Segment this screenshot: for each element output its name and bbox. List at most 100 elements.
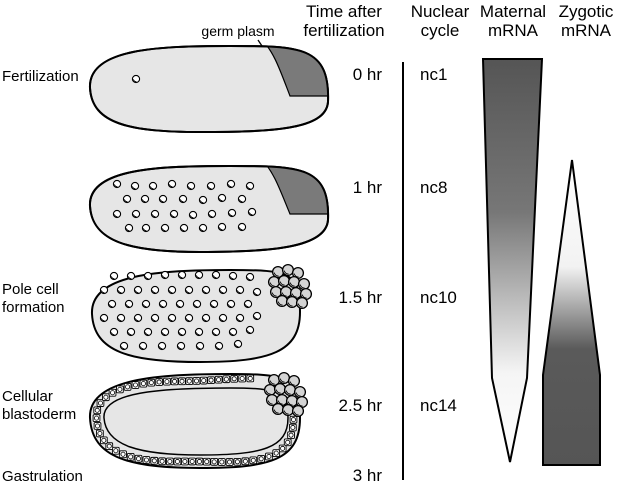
nucleus-shading bbox=[109, 304, 113, 308]
header-maternal-line2: mRNA bbox=[488, 21, 539, 40]
blastoderm-nucleus bbox=[211, 459, 217, 465]
nucleus-shading bbox=[135, 290, 139, 294]
header-cycle-line2: cycle bbox=[421, 21, 460, 40]
blastoderm-nucleus bbox=[273, 450, 279, 456]
nucleus-shading bbox=[235, 344, 239, 348]
embryo-nc8 bbox=[88, 164, 330, 254]
blastoderm-nucleus bbox=[290, 417, 296, 423]
nucleus-shading bbox=[101, 290, 105, 294]
header-zygotic-line2: mRNA bbox=[561, 21, 612, 40]
nucleus-shading bbox=[203, 290, 207, 294]
nucleus-shading bbox=[291, 293, 297, 298]
nucleus-shading bbox=[160, 199, 164, 203]
nucleus-shading bbox=[237, 290, 241, 294]
nucleus-shading bbox=[143, 228, 147, 232]
nucleus-shading bbox=[150, 186, 154, 190]
nucleus-shading bbox=[293, 411, 299, 416]
embryo-fertilization bbox=[88, 44, 330, 134]
nucleus-shading bbox=[132, 186, 136, 190]
nucleus-shading bbox=[178, 346, 182, 350]
nucleus-shading bbox=[162, 275, 166, 279]
nucleus-shading bbox=[126, 228, 130, 232]
blastoderm-nucleus bbox=[201, 378, 207, 384]
blastoderm-nucleus bbox=[189, 458, 195, 464]
blastoderm-nucleus bbox=[103, 394, 109, 400]
cycle-0: nc1 bbox=[420, 65, 447, 84]
blastoderm-nucleus bbox=[290, 425, 296, 431]
nucleus-shading bbox=[190, 215, 194, 219]
nuclei-group bbox=[99, 270, 262, 351]
nucleus-shading bbox=[216, 346, 220, 350]
time-1: 1 hr bbox=[353, 178, 383, 197]
stage-label-gastrulation: Gastrulation bbox=[2, 468, 83, 484]
nucleus-shading bbox=[287, 401, 293, 406]
nucleus-shading bbox=[281, 292, 287, 297]
nucleus-shading bbox=[228, 184, 232, 188]
blastoderm-nucleus bbox=[182, 459, 188, 465]
blastoderm-nucleus bbox=[280, 445, 286, 451]
blastoderm-nucleus bbox=[285, 439, 291, 445]
nucleus-shading bbox=[111, 332, 115, 336]
nucleus-shading bbox=[200, 228, 204, 232]
nucleus-shading bbox=[177, 304, 181, 308]
nucleus-shading bbox=[111, 276, 115, 280]
zygotic-mrna-wedge bbox=[542, 159, 601, 466]
nucleus-shading bbox=[194, 304, 198, 308]
blastoderm-nucleus bbox=[174, 459, 180, 465]
embryo-outline-overlay bbox=[88, 44, 330, 134]
nucleus-shading bbox=[209, 214, 213, 218]
nucleus-shading bbox=[239, 227, 243, 231]
header-cycle-line1: Nuclear bbox=[411, 2, 470, 21]
blastoderm-nucleus bbox=[156, 379, 162, 385]
nucleus-shading bbox=[162, 228, 166, 232]
blastoderm-nucleus bbox=[135, 456, 141, 462]
blastoderm-nucleus bbox=[164, 379, 170, 385]
nucleus-shading bbox=[249, 212, 253, 216]
nucleus-shading bbox=[160, 304, 164, 308]
nucleus-shading bbox=[133, 214, 137, 218]
blastoderm-nucleus bbox=[97, 430, 103, 436]
blastoderm-nucleus bbox=[186, 378, 192, 384]
blastoderm-nucleus bbox=[159, 458, 165, 464]
embryo-outline-overlay bbox=[88, 164, 330, 254]
germ-plasm-label: germ plasm bbox=[201, 23, 274, 39]
blastoderm-nucleus bbox=[113, 448, 119, 454]
blastoderm-nucleus bbox=[231, 376, 237, 382]
nucleus-shading bbox=[124, 199, 128, 203]
embryo-outline bbox=[90, 268, 302, 364]
nucleus-shading bbox=[162, 332, 166, 336]
nucleus-shading bbox=[283, 270, 289, 275]
blastoderm-nucleus bbox=[97, 400, 103, 406]
blastoderm-nucleus bbox=[196, 459, 202, 465]
nucleus-shading bbox=[128, 276, 132, 280]
embryo-inner-yolk bbox=[103, 387, 289, 456]
nucleus-shading bbox=[220, 290, 224, 294]
nucleus-shading bbox=[169, 290, 173, 294]
blastoderm-nucleus bbox=[227, 459, 233, 465]
nucleus-shading bbox=[229, 213, 233, 217]
nucleus-shading bbox=[135, 318, 139, 322]
nuclei-group bbox=[131, 74, 141, 84]
nucleus-shading bbox=[143, 304, 147, 308]
nucleus-shading bbox=[277, 400, 283, 405]
time-4: 3 hr bbox=[353, 466, 383, 484]
nucleus-shading bbox=[299, 284, 305, 289]
blastoderm-nucleus bbox=[132, 382, 138, 388]
time-values: 0 hr 1 hr 1.5 hr 2.5 hr 3 hr bbox=[339, 65, 383, 484]
blastoderm-nucleus bbox=[216, 377, 222, 383]
blastoderm-nucleus bbox=[234, 459, 240, 465]
stage-label-pole-cell-line2: formation bbox=[2, 299, 65, 316]
blastoderm-nucleus bbox=[110, 390, 116, 396]
nucleus-shading bbox=[128, 332, 132, 336]
blastoderm-nucleus bbox=[239, 376, 245, 382]
nucleus-shading bbox=[140, 346, 144, 350]
nucleus-shading bbox=[152, 214, 156, 218]
blastoderm-nucleus bbox=[93, 415, 99, 421]
blastoderm-nucleus bbox=[106, 443, 112, 449]
nucleus-shading bbox=[289, 381, 295, 386]
header-zygotic-line1: Zygotic bbox=[559, 2, 614, 21]
blastoderm-nucleus bbox=[125, 384, 131, 390]
nucleus-shading bbox=[196, 275, 200, 279]
nucleus-shading bbox=[133, 79, 137, 83]
nucleus-shading bbox=[126, 304, 130, 308]
